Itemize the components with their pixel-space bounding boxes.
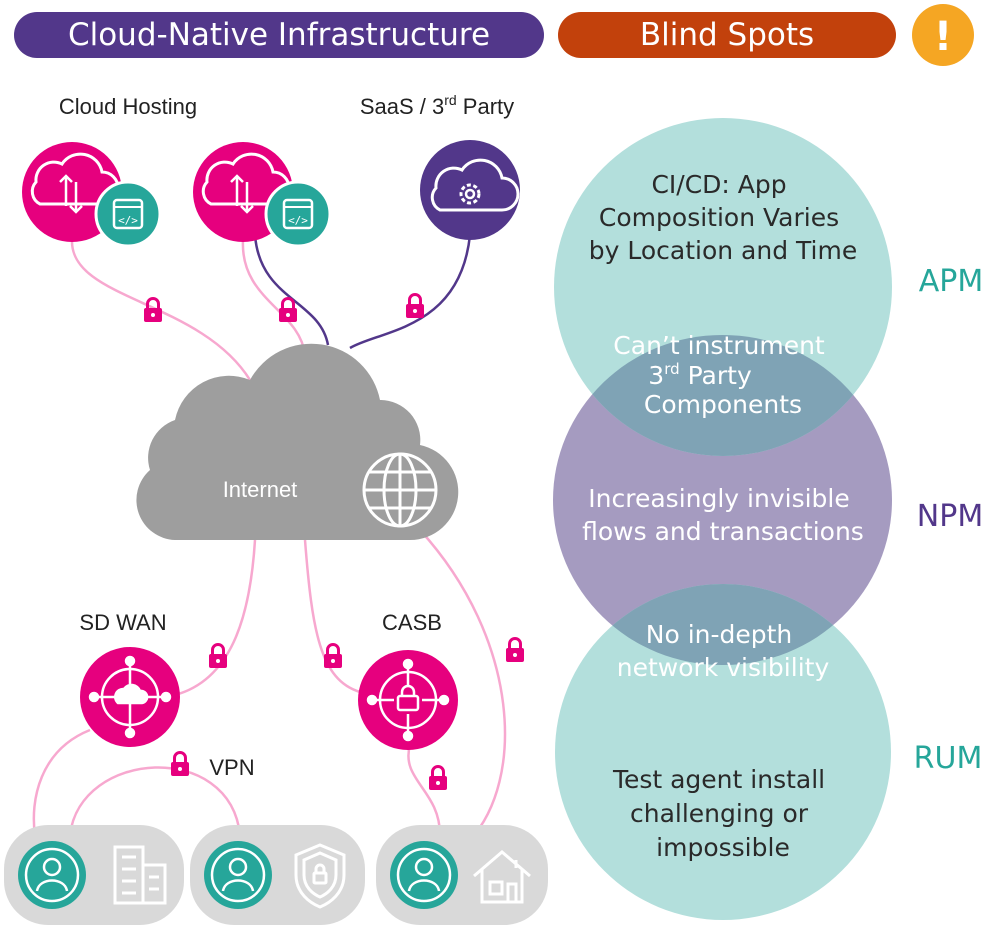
endpoint-vpn [190, 825, 365, 925]
code-window-icon: </> [264, 180, 332, 248]
padlock-icon [404, 293, 426, 320]
svg-text:</>: </> [118, 214, 138, 227]
endpoint-office [4, 825, 184, 925]
vpn-label: VPN [209, 755, 254, 780]
apm-description: CI/CD: App Composition Varies by Locatio… [589, 170, 857, 265]
cloud-hosting-node-1: </> [22, 142, 162, 248]
npm-label: NPM [917, 499, 983, 534]
globe-icon [362, 452, 438, 528]
network-hub-icon [88, 655, 172, 739]
connection-lines [32, 234, 507, 841]
rum-region [555, 584, 891, 920]
casb-label: CASB [382, 610, 442, 635]
saas-label: SaaS / 3rd Party [360, 92, 514, 119]
building-icon [113, 845, 167, 905]
cloud-upload-icon [30, 152, 120, 214]
internet-cloud: Internet [136, 343, 459, 541]
security-lock-hub-icon [366, 658, 450, 742]
cloud-upload-icon [201, 152, 291, 214]
saas-node [420, 140, 520, 240]
npm-description: Increasingly invisible flows and transac… [582, 484, 864, 546]
sdwan-label: SD WAN [79, 610, 166, 635]
sdwan-node [80, 647, 180, 747]
blind-spots-header: Blind Spots [558, 12, 896, 58]
padlock-icon [277, 297, 299, 324]
house-icon [473, 850, 531, 904]
user-icon [202, 839, 274, 911]
cloud-native-header: Cloud-Native Infrastructure [14, 12, 544, 58]
cloud-native-title: Cloud-Native Infrastructure [68, 17, 490, 53]
endpoint-home [376, 825, 548, 925]
shield-lock-icon [294, 843, 346, 909]
code-window-icon: </> [94, 180, 162, 248]
internet-label: Internet [223, 477, 298, 502]
user-icon [16, 839, 88, 911]
user-icon [388, 839, 460, 911]
rum-label: RUM [914, 741, 983, 776]
padlock-icon [427, 765, 449, 792]
apm-label: APM [919, 264, 984, 299]
cloud-hosting-label: Cloud Hosting [59, 94, 197, 119]
svg-text:!: ! [934, 14, 952, 60]
padlock-icon [207, 643, 229, 670]
apm-npm-overlap-description: Can’t instrument 3rd Party Components [613, 331, 832, 419]
gear-cloud-icon [430, 158, 520, 212]
padlock-icon [169, 751, 191, 778]
rum-description: Test agent install challenging or imposs… [612, 765, 833, 862]
npm-rum-overlap-description: No in-depth network visibility [617, 620, 830, 682]
padlock-icon [322, 643, 344, 670]
blind-spots-title: Blind Spots [640, 17, 814, 53]
padlock-icon [142, 297, 164, 324]
padlock-icon [504, 637, 526, 664]
apm-npm-overlap [554, 335, 892, 456]
casb-node [358, 650, 458, 750]
cloud-hosting-node-2: </> [193, 142, 332, 248]
svg-text:</>: </> [288, 214, 308, 227]
blind-spots-venn [553, 118, 892, 920]
alert-icon: ! [912, 4, 974, 66]
